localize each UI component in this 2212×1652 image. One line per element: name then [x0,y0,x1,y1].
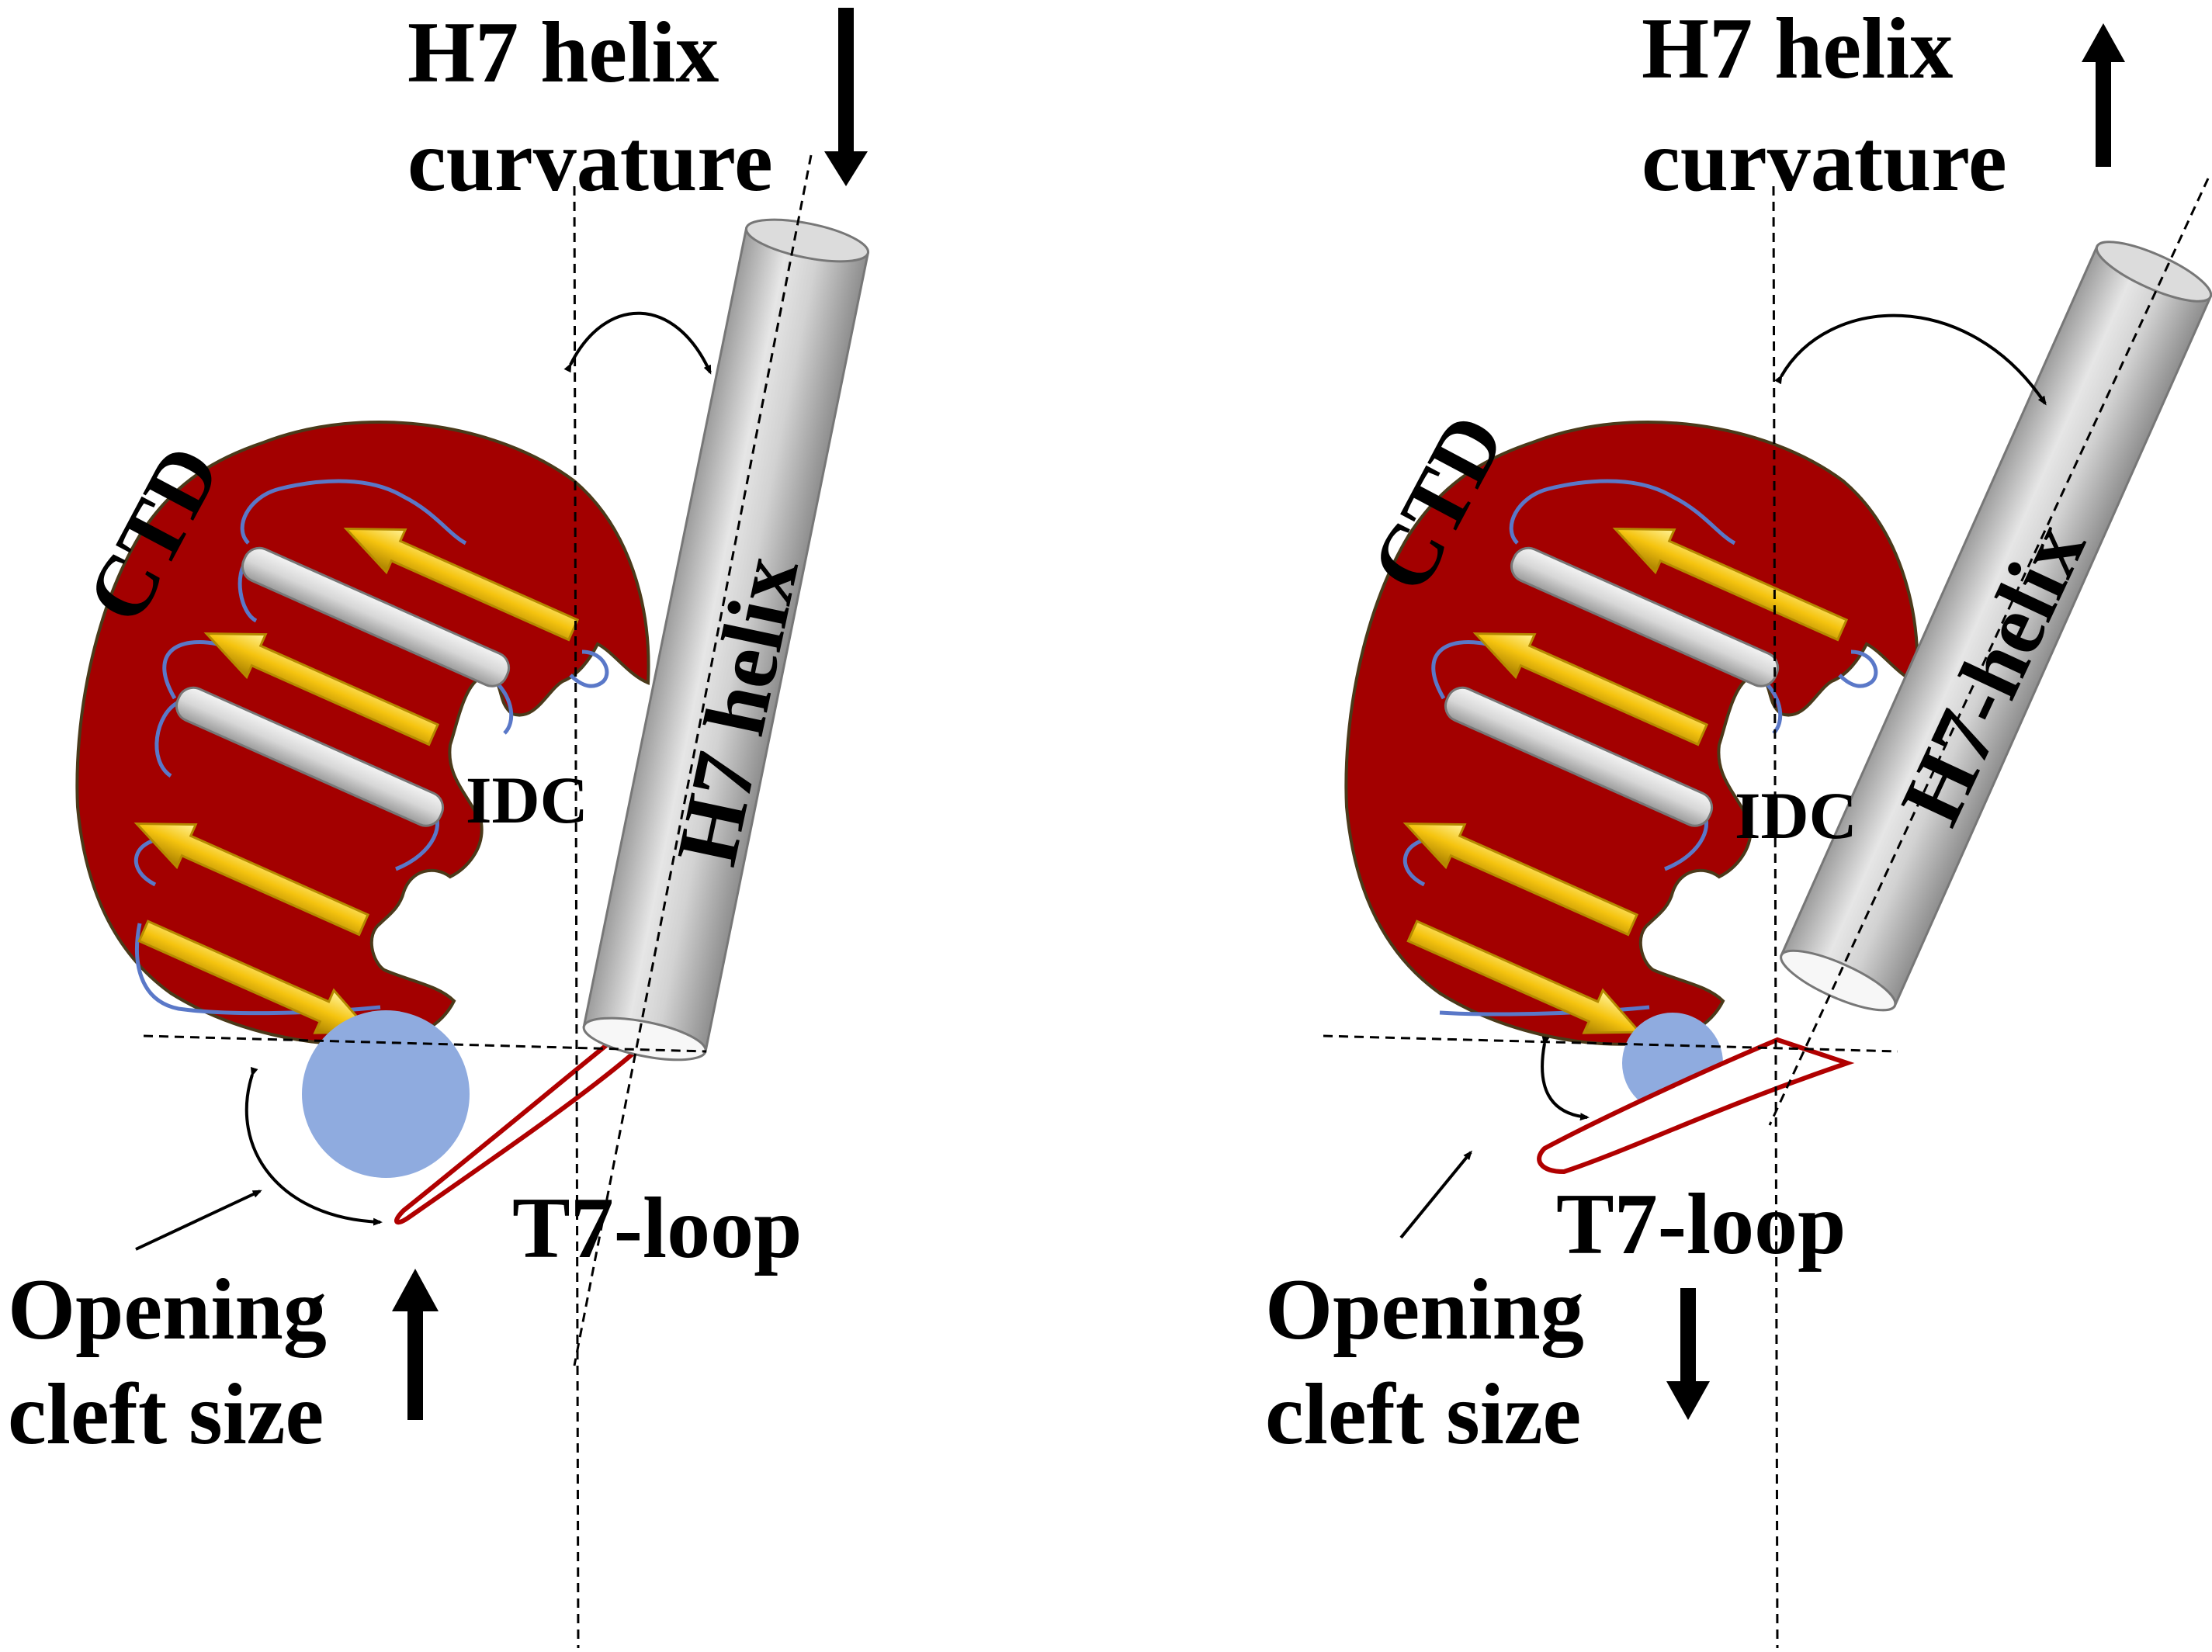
t7-loop-shape [394,1037,650,1225]
coil-loop [1764,681,1783,735]
alpha-helix-small [175,686,445,827]
reference-vertical-line [573,185,580,1649]
cleft-up-arrow [392,1269,439,1420]
cleft-angle-arrow [1541,1036,1590,1121]
panel-left: H7 helix curvature CTD H7 helix IDC T7-l… [8,5,870,1649]
alpha-helix-small [1444,686,1714,827]
panel-right: H7 helix curvature CTD H7-helix IDC T7-l… [1265,1,2212,1649]
idc-label: IDC [1735,778,1857,853]
reference-horizontal-line [1323,1034,1898,1053]
helix-axis-line [573,154,813,1366]
t7-loop-label: T7-loop [1556,1176,1846,1273]
cleft-size-line1: Opening [1265,1262,1584,1358]
curvature-angle-arrow [1774,313,2047,406]
helix-axis-line [1768,178,2210,1126]
t7-loop-label: T7-loop [512,1180,802,1276]
curvature-down-arrow [824,8,868,186]
beta-strand [1472,632,1709,746]
cleft-size-line2: cleft size [8,1366,324,1463]
cleft-size-line2: cleft size [1265,1366,1581,1463]
h7-helix-cylinder [582,218,870,1062]
idc-label: IDC [466,763,588,837]
coil-loop [1439,1005,1650,1016]
t7-loop-shape [1537,1037,1855,1175]
coil-loop [240,479,467,545]
beta-strand [1402,822,1639,937]
coil-loop [154,700,180,778]
h7-curvature-title-line2: curvature [1642,113,2007,210]
beta-strand [1612,527,1849,642]
ctd-domain [75,421,650,1046]
cleft-pointer-arrow [135,1190,262,1251]
cleft-down-arrow [1666,1288,1710,1420]
cleft-size-line1: Opening [8,1262,327,1358]
beta-strand [133,822,370,937]
curvature-angle-arrow [563,311,712,375]
reference-vertical-line [1772,185,1779,1649]
alpha-helix-small [241,546,511,687]
coil-loop [1838,649,1878,688]
h7-helix-cylinder [1780,241,2212,1012]
coil-loop [569,649,609,688]
coil-loop [1509,479,1736,545]
beta-strand [1406,920,1642,1034]
h7-curvature-title-line1: H7 helix [1642,1,1953,97]
beta-strand [203,632,440,746]
reference-horizontal-line [143,1034,707,1053]
h7-curvature-title-line1: H7 helix [407,5,719,101]
h7-curvature-title-line2: curvature [407,113,773,210]
curvature-up-arrow [2082,23,2125,167]
ligand-ball [302,1010,470,1178]
cleft-angle-arrow [244,1066,383,1226]
coil-loop [495,681,514,735]
cleft-pointer-arrow [1399,1150,1472,1239]
